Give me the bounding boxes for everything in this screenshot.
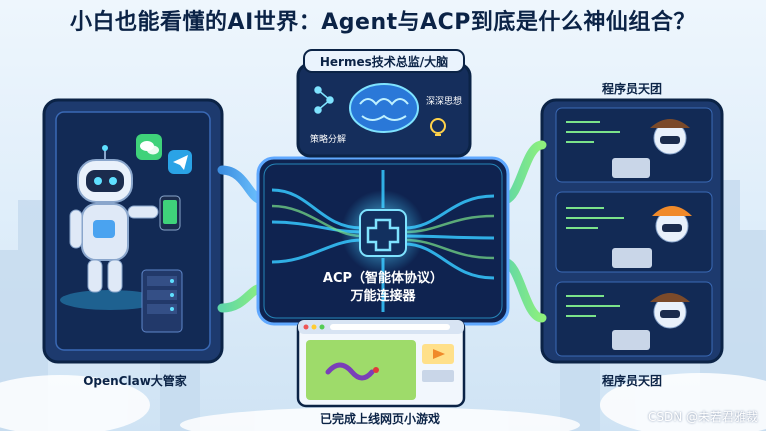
programmers-panel	[540, 98, 724, 364]
openclaw-label: OpenClaw大管家	[83, 374, 187, 388]
server-rack-icon	[141, 269, 183, 333]
page-title: 小白也能看懂的AI世界：Agent与ACP到底是什么神仙组合？	[70, 10, 696, 35]
snake-icon	[325, 362, 379, 381]
phone-icon	[159, 195, 181, 231]
strategy-tree-icon	[314, 86, 334, 114]
game-label: 已完成上线网页小游戏	[319, 412, 440, 426]
acp-subtitle: 万能连接器	[349, 288, 416, 304]
acp-title: ACP（智能体协议）	[323, 270, 443, 286]
hermes-strategy-label: 策略分解	[310, 133, 346, 145]
left-pipes	[217, 165, 267, 313]
programmers-label-bottom: 程序员天团	[601, 374, 662, 388]
right-pipes	[499, 140, 547, 323]
lightbulb-icon	[430, 118, 446, 136]
wechat-icon	[136, 134, 162, 160]
hermes-title: Hermes技术总监/大脑	[320, 54, 448, 69]
brain-icon	[349, 83, 419, 133]
hermes-deep-label: 深深思想	[426, 95, 462, 107]
acp-hub	[256, 156, 510, 326]
programmers-label-top: 程序员天团	[601, 82, 662, 96]
game-browser	[296, 318, 466, 408]
telegram-icon	[168, 150, 192, 174]
play-icon	[433, 349, 445, 359]
programmer-card-3	[555, 281, 713, 357]
plus-connector-icon	[366, 218, 400, 252]
hermes-panel	[296, 49, 472, 158]
openclaw-panel	[42, 98, 224, 364]
programmer-card-2	[555, 191, 713, 273]
watermark: CSDN @未若君雅裁	[647, 410, 758, 424]
robot-icon	[60, 145, 160, 310]
programmer-card-1	[555, 107, 713, 183]
